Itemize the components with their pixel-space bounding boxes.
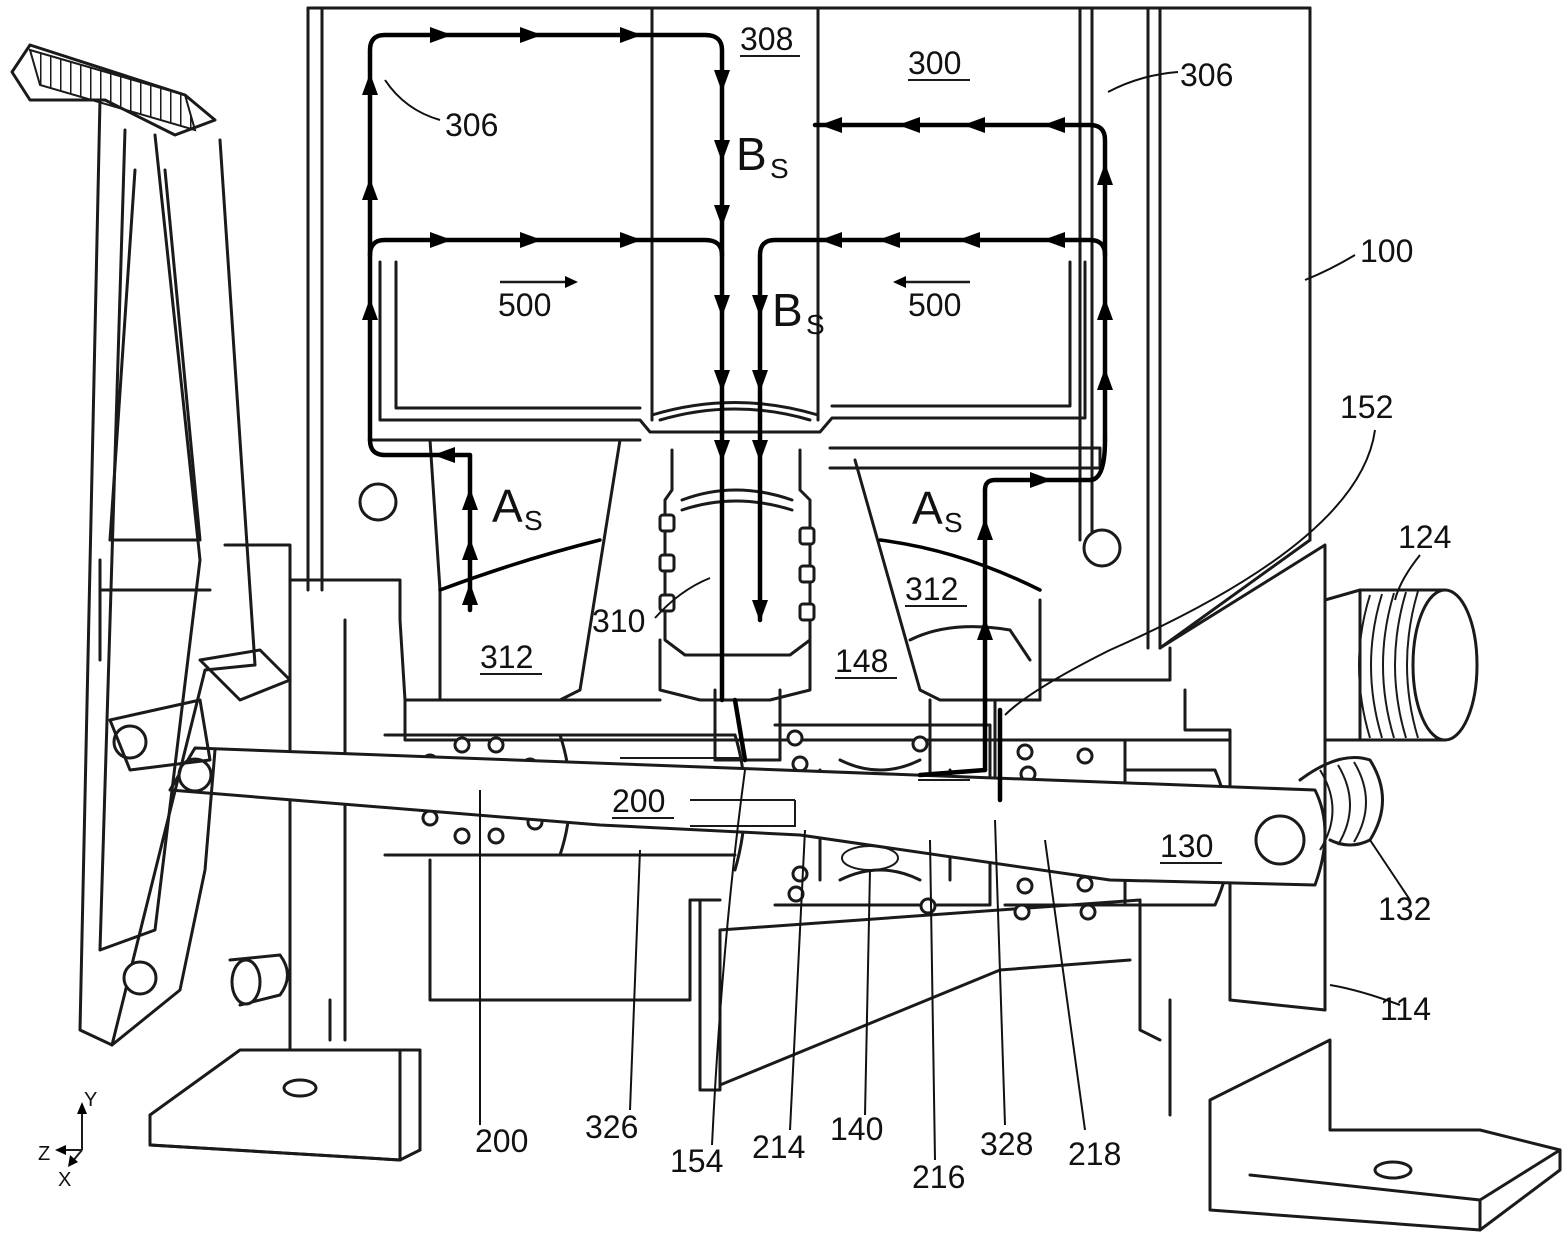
axis-z-label: Z — [38, 1143, 50, 1165]
flux-symbols: B S B S A S A S — [492, 128, 963, 538]
axis-y-label: Y — [84, 1089, 97, 1111]
flux-as-left: A S — [492, 480, 543, 536]
svg-text:B: B — [772, 284, 803, 336]
label-132: 132 — [1378, 891, 1431, 927]
label-200-spool: 200 — [612, 783, 665, 819]
svg-text:S: S — [524, 505, 543, 536]
label-308: 308 — [740, 21, 793, 57]
inlet-fitting-124 — [1323, 588, 1479, 742]
flux-bs-lower: B S — [772, 284, 825, 340]
label-306-left: 306 — [445, 107, 498, 143]
label-140: 140 — [830, 1111, 883, 1147]
plunger-310 — [658, 448, 812, 702]
svg-text:A: A — [492, 480, 523, 532]
pole-piece-312-right — [853, 458, 1042, 702]
actuator-rod-130 — [168, 746, 1327, 887]
label-124: 124 — [1398, 519, 1451, 555]
direction-arrow-500-right — [893, 276, 970, 288]
svg-text:S: S — [770, 153, 789, 184]
label-130: 130 — [1160, 828, 1213, 864]
label-312-right: 312 — [905, 571, 958, 607]
label-214: 214 — [752, 1129, 805, 1165]
svg-text:S: S — [806, 309, 825, 340]
svg-text:B: B — [736, 128, 767, 180]
label-306-right: 306 — [1180, 57, 1233, 93]
label-310: 310 — [592, 603, 645, 639]
flux-lines — [362, 27, 1113, 803]
label-216: 216 — [912, 1159, 965, 1195]
label-200-bottom: 200 — [475, 1123, 528, 1159]
plunger-orings — [358, 482, 1122, 622]
label-500-right: 500 — [908, 287, 961, 323]
label-218: 218 — [1068, 1136, 1121, 1172]
label-152: 152 — [1340, 389, 1393, 425]
coordinate-axes: Y Z X — [38, 1089, 97, 1191]
label-300: 300 — [908, 45, 961, 81]
mounting-bracket-right — [1208, 1038, 1562, 1232]
flux-bs-upper: B S — [736, 128, 789, 184]
flux-as-right: A S — [912, 482, 963, 538]
label-114: 114 — [1380, 991, 1431, 1027]
svg-text:A: A — [912, 482, 943, 534]
svg-text:S: S — [944, 507, 963, 538]
outlet-fitting-132 — [1298, 756, 1384, 851]
leader-lines — [384, 71, 1421, 1161]
label-148: 148 — [835, 643, 888, 679]
label-500-left: 500 — [498, 287, 551, 323]
label-154: 154 — [670, 1143, 723, 1179]
direction-arrow-500-left — [500, 276, 578, 288]
coil-bobbin-300 — [368, 260, 1102, 470]
label-100: 100 — [1360, 233, 1413, 269]
lever-arm — [10, 43, 292, 1047]
axis-x-label: X — [58, 1169, 71, 1191]
label-312-left: 312 — [480, 639, 533, 675]
valve-body-114 — [288, 578, 1327, 1117]
mounting-bracket-left — [148, 1048, 422, 1162]
reference-labels: 308 300 306 306 100 500 500 152 124 312 … — [445, 21, 1451, 1195]
label-328: 328 — [980, 1126, 1033, 1162]
housing-100 — [306, 6, 1327, 1012]
label-326: 326 — [585, 1109, 638, 1145]
